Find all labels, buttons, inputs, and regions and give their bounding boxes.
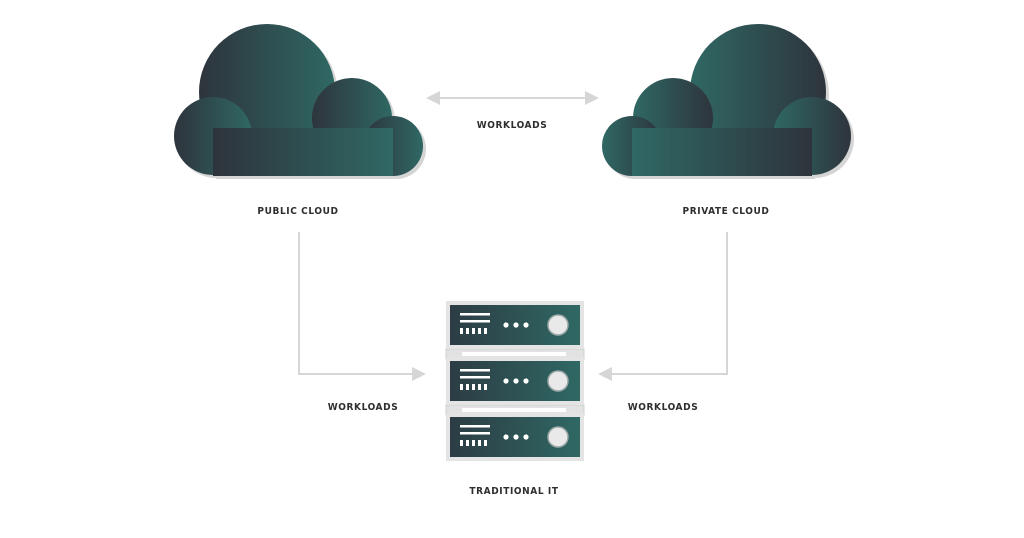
private-to-it-connector bbox=[598, 232, 728, 381]
private-workloads-label: WORKLOADS bbox=[627, 402, 699, 413]
public-cloud-label: PUBLIC CLOUD bbox=[257, 206, 339, 217]
server-stack-icon bbox=[445, 301, 585, 461]
clouds-workloads-label: WORKLOADS bbox=[476, 120, 548, 131]
traditional-it-label: TRADITIONAL IT bbox=[469, 486, 559, 497]
private-cloud-label: PRIVATE CLOUD bbox=[682, 206, 770, 217]
private-cloud-icon bbox=[602, 24, 854, 179]
public-cloud-icon bbox=[174, 24, 426, 179]
public-to-it-connector bbox=[298, 232, 426, 381]
public-workloads-label: WORKLOADS bbox=[327, 402, 399, 413]
clouds-bidirectional-arrow bbox=[426, 91, 599, 105]
